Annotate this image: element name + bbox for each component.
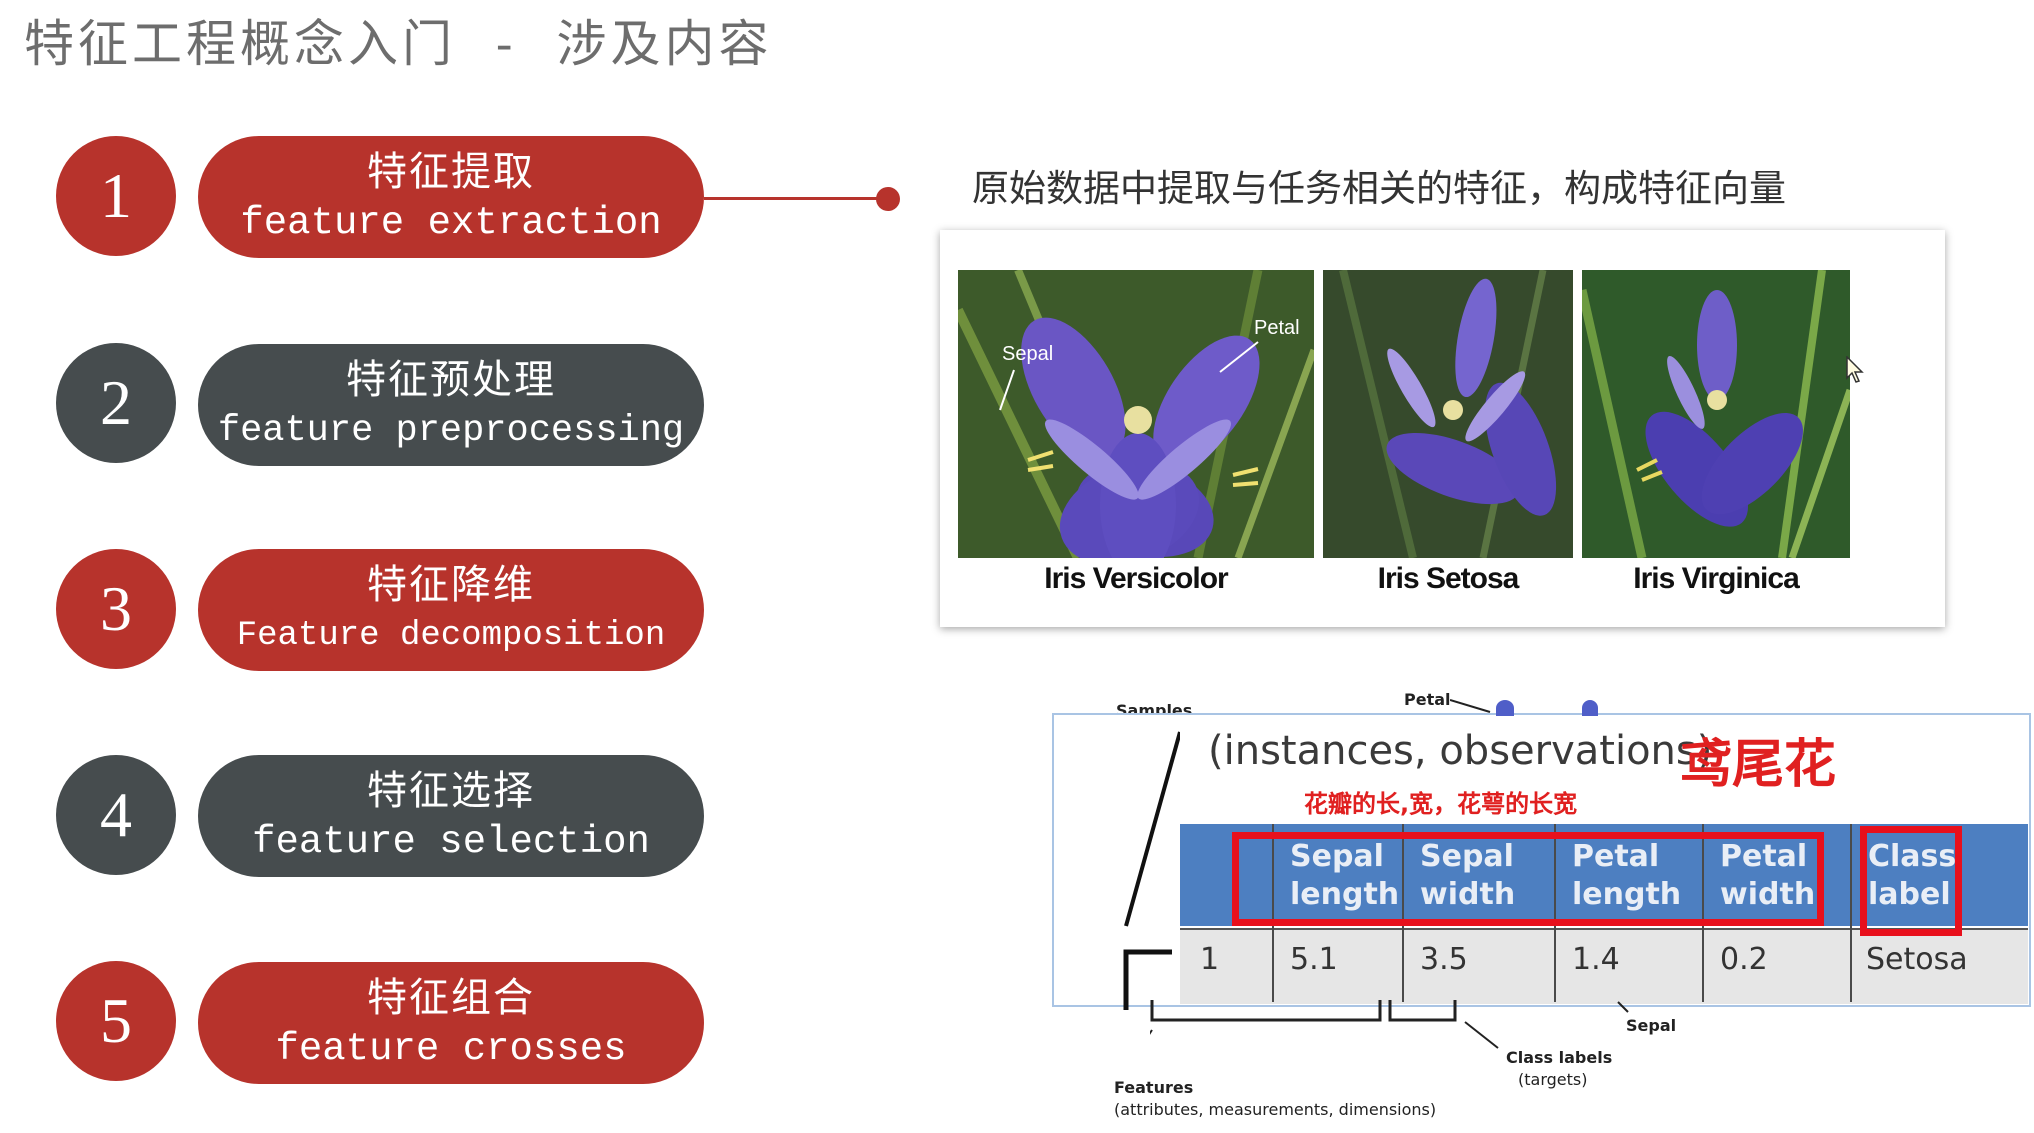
iris-setosa-photo <box>1323 270 1573 558</box>
cell-sepal-width: 3.5 <box>1420 942 1468 977</box>
targets-label: (targets) <box>1518 1070 1588 1089</box>
step-title-zh: 特征选择 <box>367 768 535 814</box>
iris-versicolor-photo: Sepal Petal <box>958 270 1314 558</box>
column-divider <box>1702 824 1704 1002</box>
step-pill-feature-crosses[interactable]: 特征组合 feature crosses <box>198 962 704 1084</box>
feature-note: 花瓣的长,宽，花萼的长宽 <box>1304 790 1578 818</box>
iris-versicolor-label: Iris Versicolor <box>1044 562 1228 595</box>
step-number-2: 2 <box>56 343 176 463</box>
iris-chinese-label: 鸢尾花 <box>1680 735 1837 795</box>
connector-line <box>704 197 890 200</box>
step-title-en: feature extraction <box>240 201 662 245</box>
feature-extraction-description: 原始数据中提取与任务相关的特征，构成特征向量 <box>972 167 1786 210</box>
step-title-zh: 特征预处理 <box>346 357 556 403</box>
flower-petal-fragment-2 <box>1582 700 1598 716</box>
samples-heading: (instances, observations) <box>1208 728 1713 774</box>
step-number-4: 4 <box>56 755 176 875</box>
step-pill-feature-preprocessing[interactable]: 特征预处理 feature preprocessing <box>198 344 704 466</box>
cell-sample-id: 1 <box>1200 942 1220 977</box>
step-pill-feature-decomposition[interactable]: 特征降维 Feature decomposition <box>198 549 704 671</box>
step-number-3: 3 <box>56 549 176 669</box>
step-pill-feature-extraction[interactable]: 特征提取 feature extraction <box>198 136 704 258</box>
column-divider <box>1554 824 1556 1002</box>
step-title-en: feature preprocessing <box>217 410 685 452</box>
step-pill-feature-selection[interactable]: 特征选择 feature selection <box>198 755 704 877</box>
cell-petal-width: 0.2 <box>1720 942 1768 977</box>
cell-sepal-length: 5.1 <box>1290 942 1338 977</box>
features-label: Features <box>1114 1078 1194 1097</box>
samples-bracket-line <box>1123 731 1180 1010</box>
step-number-5: 5 <box>56 961 176 1081</box>
cell-petal-length: 1.4 <box>1572 942 1620 977</box>
step-title-zh: 特征降维 <box>367 562 535 608</box>
step-title-en: Feature decomposition <box>236 617 666 655</box>
petal-pointer-line <box>1450 699 1491 713</box>
class-label-highlight-box <box>1860 826 1962 936</box>
table-row <box>1180 928 2028 1004</box>
iris-setosa-label: Iris Setosa <box>1377 562 1520 595</box>
mouse-pointer-icon <box>1846 355 1866 388</box>
petal-label-top: Petal <box>1404 690 1451 709</box>
flower-petal-fragment <box>1496 700 1514 716</box>
step-title-en: feature crosses <box>275 1027 627 1071</box>
step-title-zh: 特征组合 <box>367 975 535 1021</box>
table-header-row <box>1180 824 2028 926</box>
cell-class-label: Setosa <box>1866 942 1968 977</box>
sepal-pointer-line <box>1617 1001 1629 1013</box>
step-title-zh: 特征提取 <box>367 149 535 195</box>
connector-dot <box>876 187 900 211</box>
features-bracket <box>1150 1000 1499 1049</box>
petal-callout: Petal <box>1254 317 1300 339</box>
features-highlight-box <box>1232 832 1824 926</box>
iris-virginica-label: Iris Virginica <box>1633 562 1800 595</box>
sepal-callout: Sepal <box>1002 343 1053 365</box>
iris-species-figure: Sepal Petal <box>940 230 1945 627</box>
column-divider <box>1850 824 1852 1002</box>
column-divider <box>1402 824 1404 1002</box>
column-divider <box>1272 824 1274 1002</box>
step-title-en: feature selection <box>252 820 650 864</box>
slide-title: 特征工程概念入门 - 涉及内容 <box>24 15 773 73</box>
class-labels-label: Class labels <box>1506 1048 1613 1067</box>
step-number-1: 1 <box>56 136 176 256</box>
sepal-label-bottom: Sepal <box>1626 1016 1677 1035</box>
iris-virginica-photo <box>1582 270 1850 558</box>
features-sublabel: (attributes, measurements, dimensions) <box>1114 1100 1437 1119</box>
